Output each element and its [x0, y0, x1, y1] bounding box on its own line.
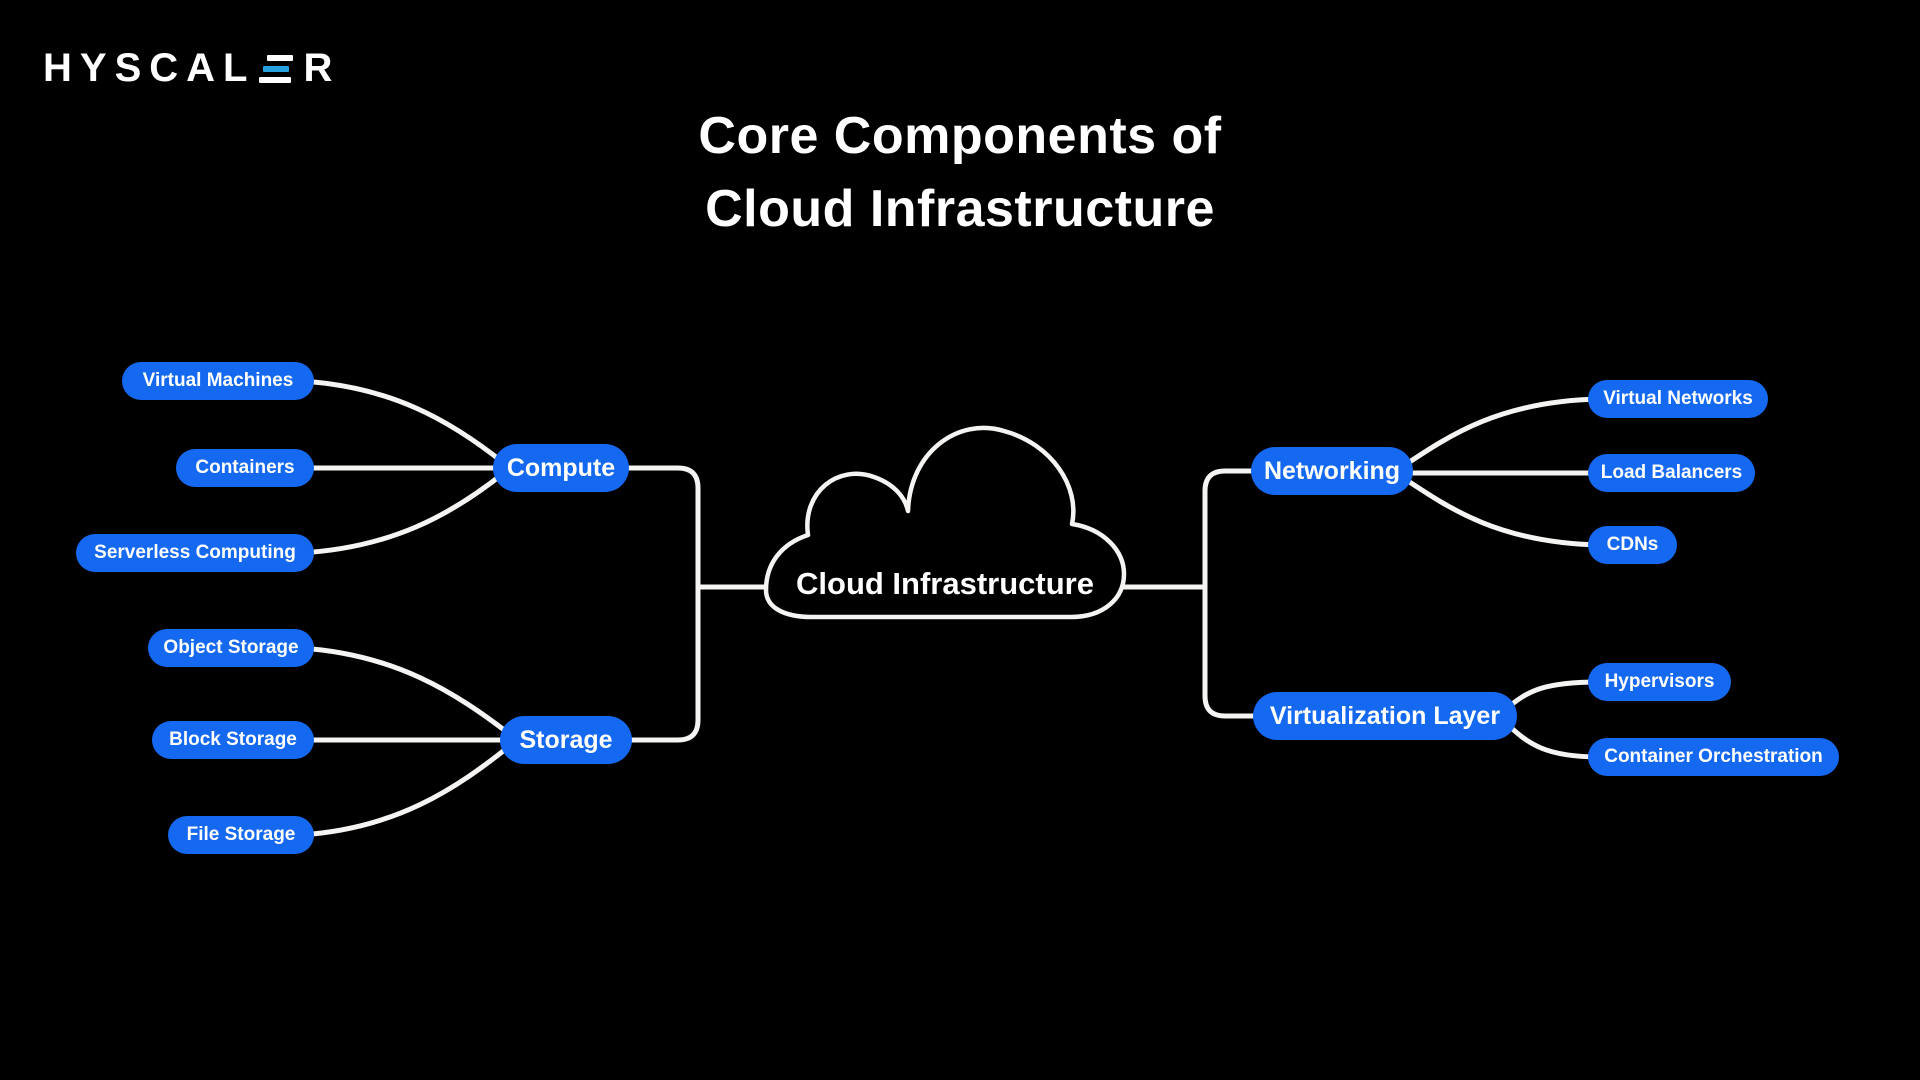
brand-logo: HYSCAL R — [43, 48, 340, 88]
connector-serverless-compute — [297, 469, 508, 556]
connector-networking-cdns — [1399, 474, 1603, 548]
leaf-node-label: Object Storage — [163, 637, 299, 658]
cloud-shape — [763, 425, 1127, 620]
leaf-node-label: Block Storage — [169, 729, 297, 750]
branch-node-networking: Networking — [1251, 447, 1413, 495]
page-title-line2: Cloud Infrastructure — [705, 180, 1215, 238]
leaf-node-label: Container Orchestration — [1604, 746, 1823, 767]
leaf-node-virtual-machines: Virtual Machines — [122, 362, 314, 400]
logo-e-bar-top — [267, 55, 294, 61]
leaf-node-block-storage: Block Storage — [152, 721, 314, 759]
root-node-cloud-infrastructure: Cloud Infrastructure — [796, 566, 1094, 601]
leaf-node-label: CDNs — [1606, 534, 1659, 555]
branch-node-label: Storage — [519, 725, 613, 754]
connector-file-storage-storage — [297, 741, 515, 838]
connector-right-trunk — [1202, 468, 1267, 719]
logo-text-prefix: HYSCAL — [43, 46, 256, 90]
leaf-node-object-storage: Object Storage — [148, 629, 314, 667]
leaf-node-hypervisors: Hypervisors — [1588, 663, 1731, 701]
logo-stylized-e-icon — [259, 55, 294, 83]
branch-node-label: Networking — [1263, 456, 1401, 485]
leaf-node-containers: Containers — [176, 449, 314, 487]
connector-left-trunk — [617, 465, 701, 743]
connector-networking-virtual-networks — [1399, 396, 1603, 470]
leaf-node-cdns: CDNs — [1588, 526, 1677, 564]
connector-virtualization-container-orchestration — [1502, 719, 1603, 760]
connector-virtual-machines-compute — [297, 378, 508, 467]
leaf-node-label: Virtual Networks — [1603, 388, 1753, 409]
page-title: Core Components of Cloud Infrastructure — [560, 100, 1360, 246]
leaf-node-label: Serverless Computing — [94, 542, 296, 563]
leaf-node-virtual-networks: Virtual Networks — [1588, 380, 1768, 418]
branch-node-label: Virtualization Layer — [1269, 701, 1501, 730]
branch-node-label: Compute — [506, 453, 616, 482]
leaf-node-label: File Storage — [186, 824, 296, 845]
leaf-node-load-balancers: Load Balancers — [1588, 454, 1755, 492]
branch-node-virtualization-layer: Virtualization Layer — [1253, 692, 1517, 740]
logo-text-suffix: R — [303, 46, 341, 90]
branch-node-storage: Storage — [500, 716, 632, 764]
leaf-node-label: Virtual Machines — [142, 370, 294, 391]
branch-node-compute: Compute — [493, 444, 629, 492]
leaf-node-label: Hypervisors — [1604, 671, 1715, 692]
logo-e-bar-middle — [263, 66, 290, 72]
leaf-node-serverless-computing: Serverless Computing — [76, 534, 314, 572]
leaf-node-label: Containers — [195, 457, 295, 478]
connector-virtualization-hypervisors — [1502, 679, 1603, 713]
logo-e-bar-bottom — [259, 77, 292, 83]
leaf-node-file-storage: File Storage — [168, 816, 314, 854]
page-title-line1: Core Components of — [698, 107, 1222, 165]
connector-object-storage-storage — [297, 645, 515, 739]
leaf-node-label: Load Balancers — [1600, 462, 1743, 483]
leaf-node-container-orchestration: Container Orchestration — [1588, 738, 1839, 776]
